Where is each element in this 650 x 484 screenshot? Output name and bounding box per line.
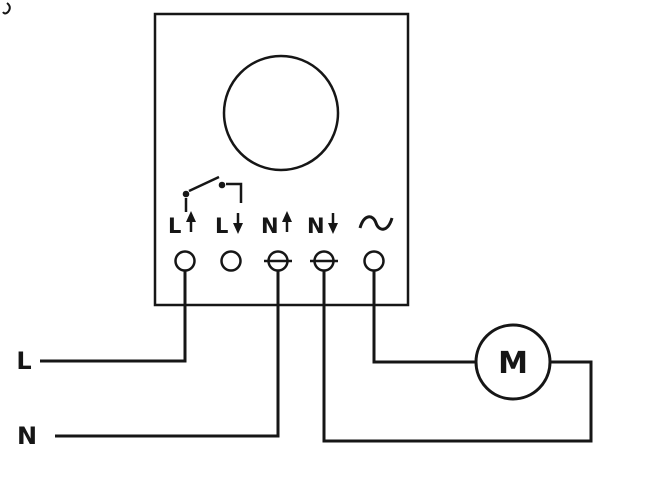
arrow-down-icon — [328, 213, 338, 234]
terminal-n-out: N — [307, 213, 338, 272]
terminal-switched-output — [358, 215, 394, 272]
motor-circle — [474, 323, 552, 401]
arrow-up-icon — [186, 211, 196, 232]
motor-symbol: M — [474, 323, 552, 401]
terminal-label: L — [168, 214, 181, 238]
terminal-n-in: N — [261, 211, 292, 272]
timer-dial-icon — [222, 54, 340, 172]
terminal-label: N — [261, 214, 279, 238]
terminal-screw — [220, 250, 242, 272]
terminal-l-in: L — [168, 211, 196, 272]
scan-artifact-mark — [2, 2, 11, 15]
neutral-wire — [55, 271, 280, 438]
sine-wave-icon — [358, 215, 394, 231]
arrow-down-icon — [233, 213, 243, 234]
motor-feed-wire — [372, 271, 476, 364]
terminal-screw — [174, 250, 196, 272]
motor-return-wire — [322, 271, 593, 443]
neutral-supply-label: N — [17, 422, 37, 450]
line-supply-label: L — [16, 347, 31, 375]
device-enclosure-outline — [153, 12, 410, 307]
terminal-label: N — [307, 214, 325, 238]
motor-label: M — [498, 346, 528, 381]
switch-contact-icon — [182, 175, 243, 212]
terminal-l-out: L — [215, 213, 243, 272]
terminal-label: L — [215, 214, 228, 238]
line-wire — [40, 271, 187, 363]
arrow-up-icon — [282, 211, 292, 232]
terminal-screw — [363, 250, 385, 272]
